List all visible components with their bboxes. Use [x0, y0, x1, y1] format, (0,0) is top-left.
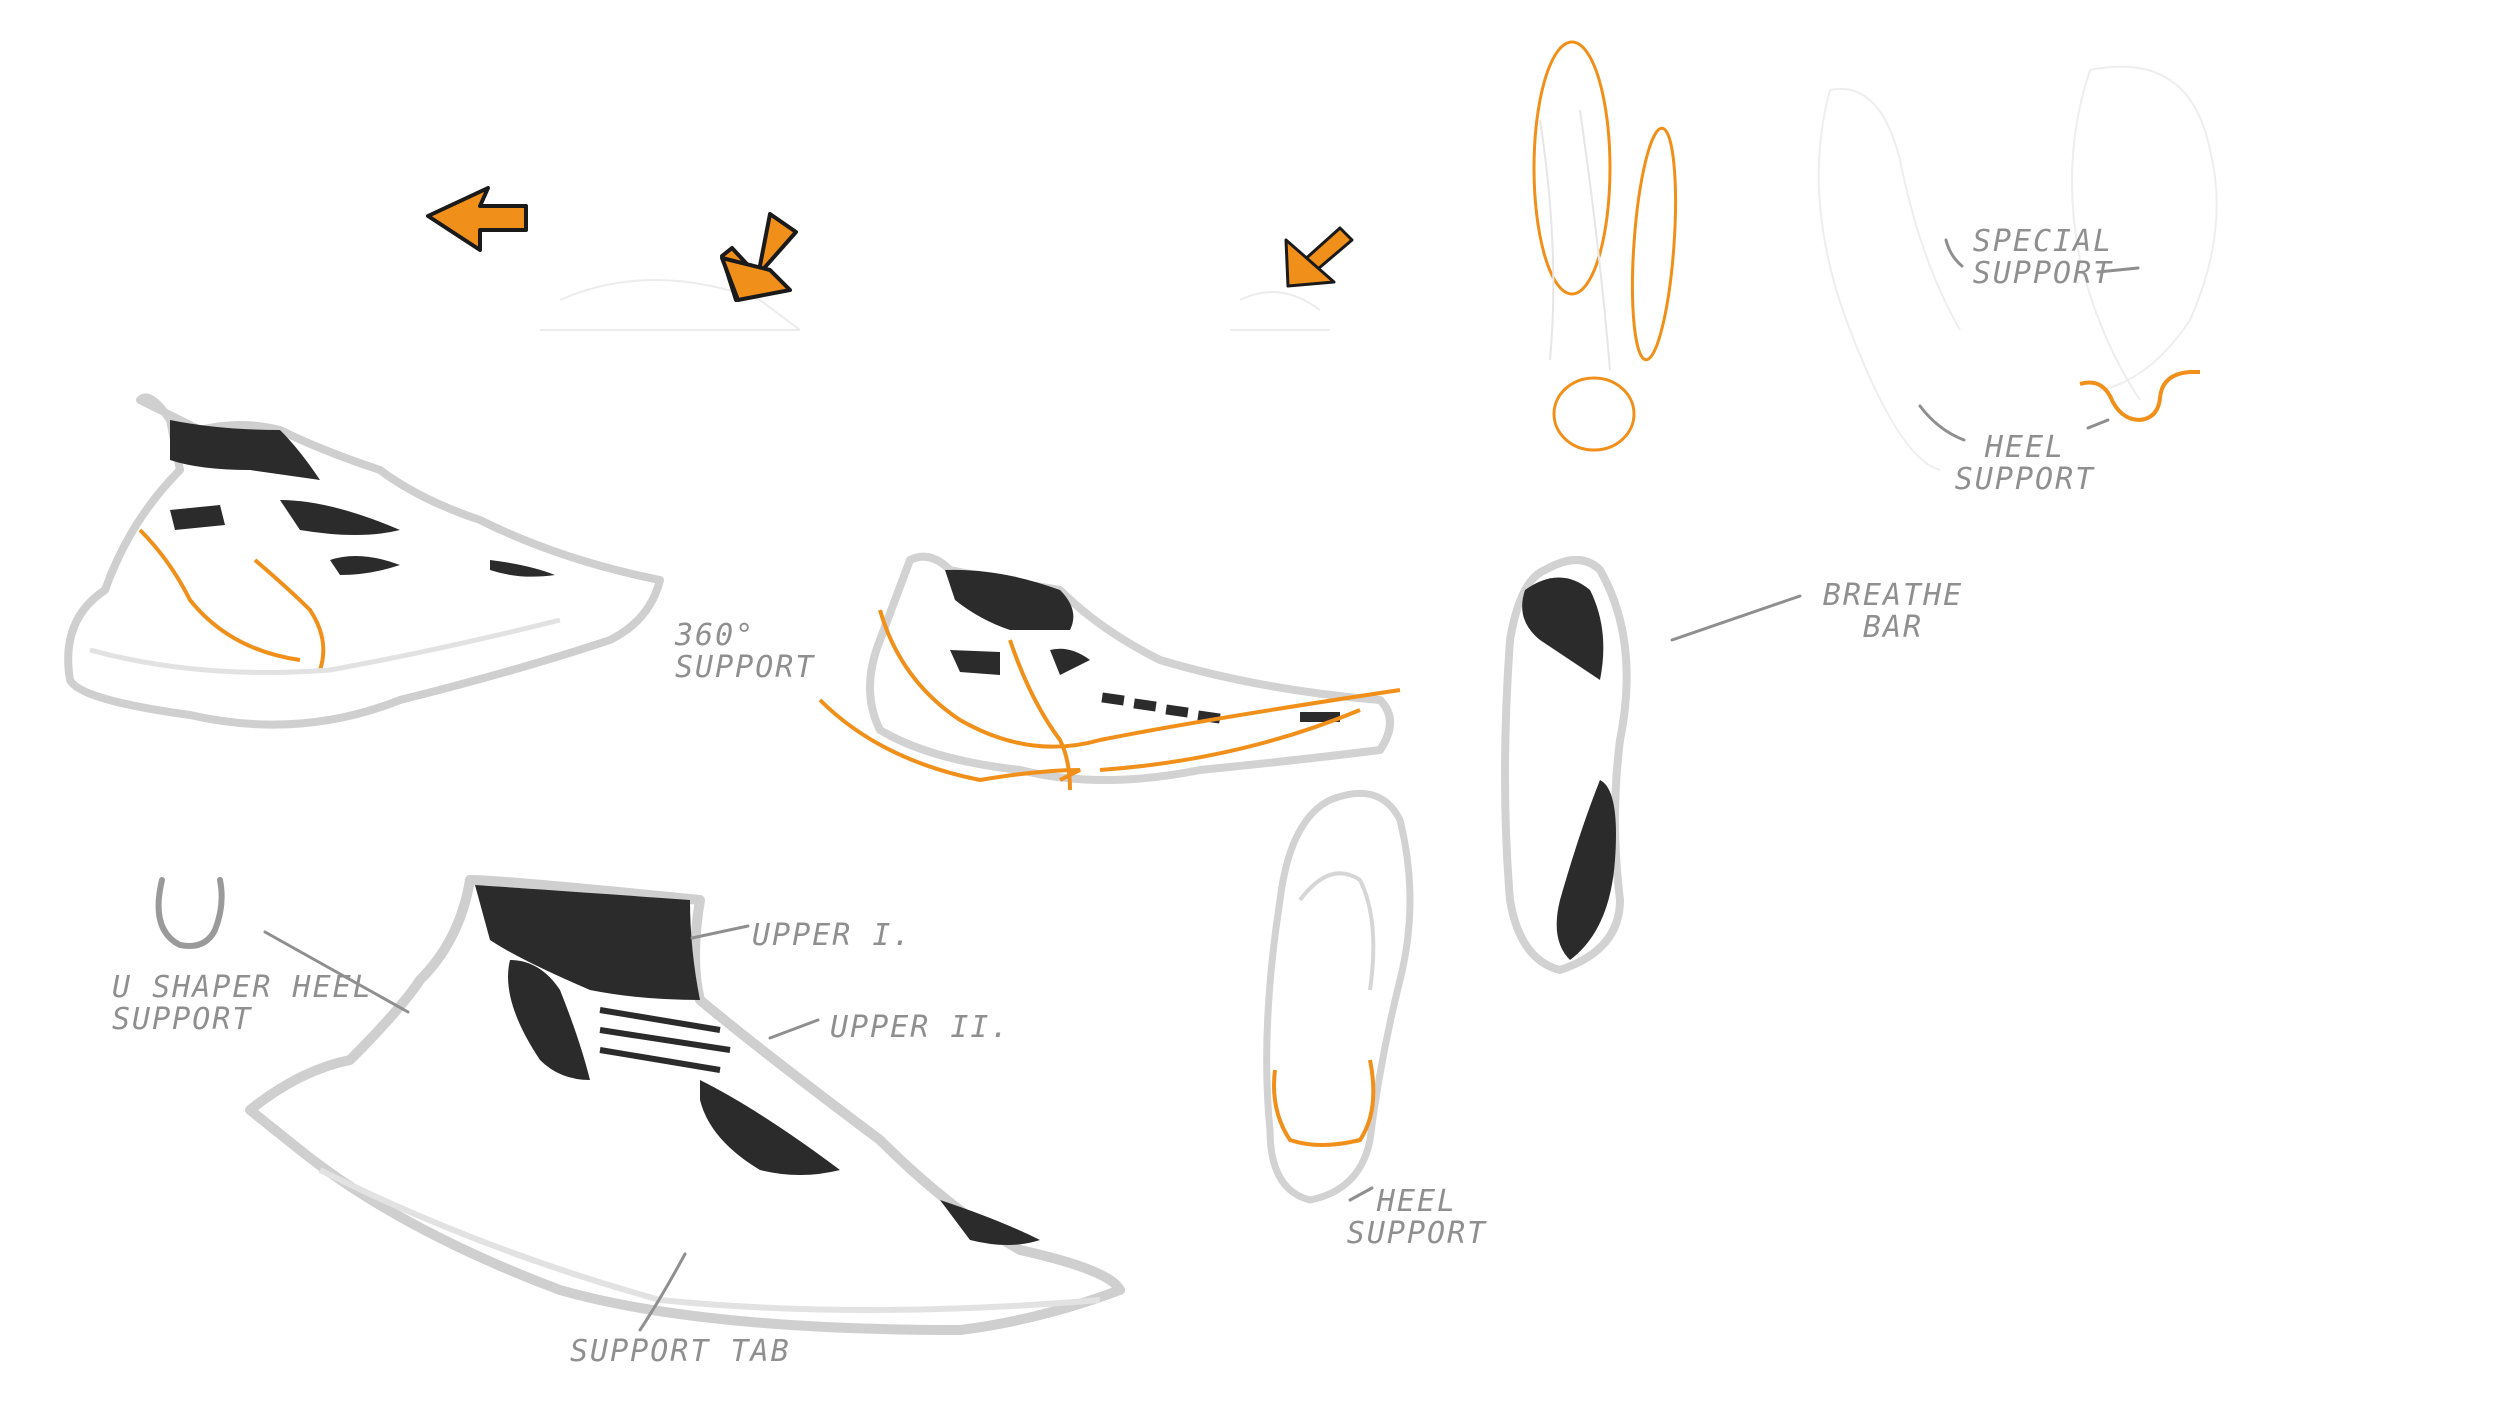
annotation-support-tab: SUPPORT TAB	[570, 1334, 791, 1369]
u-shape-heel-icon	[155, 877, 225, 949]
leader-lines	[263, 238, 2140, 1332]
annotation-360-support: 360° SUPPORT	[675, 618, 816, 685]
sole-top-view-right	[1501, 556, 1631, 974]
annotation-breathe-bar: BREATHE BAR	[1822, 578, 1964, 645]
annotation-u-shaper: U SHAPER HEEL SUPPORT	[112, 970, 373, 1037]
arrow-left-icon	[426, 186, 528, 252]
foot-sole-outline	[1532, 40, 1678, 452]
shoe-sketch-1	[64, 393, 664, 729]
ghost-sketch-top-left	[540, 279, 1330, 331]
arrow-down-left-icon	[720, 212, 798, 302]
annotation-upper-1: UPPER I.	[752, 918, 913, 953]
annotation-heel-support-top: HEEL SUPPORT	[1954, 430, 2096, 497]
sole-top-view-left	[1263, 789, 1414, 1204]
annotation-upper-2: UPPER II.	[830, 1010, 1011, 1045]
shoe-sketch-3	[245, 875, 1125, 1335]
ghost-sketch-top-right	[1817, 65, 2218, 471]
foot-sole-sketch	[1539, 109, 1611, 371]
heel-support-curve	[2079, 370, 2200, 423]
annotation-heel-support-bottom: HEEL SUPPORT	[1346, 1184, 1488, 1251]
shoe-sketch-2	[818, 552, 1401, 791]
arrow-down-left-small-icon	[1284, 226, 1354, 288]
annotation-special-support: SPECIAL SUPPORT	[1972, 224, 2114, 291]
